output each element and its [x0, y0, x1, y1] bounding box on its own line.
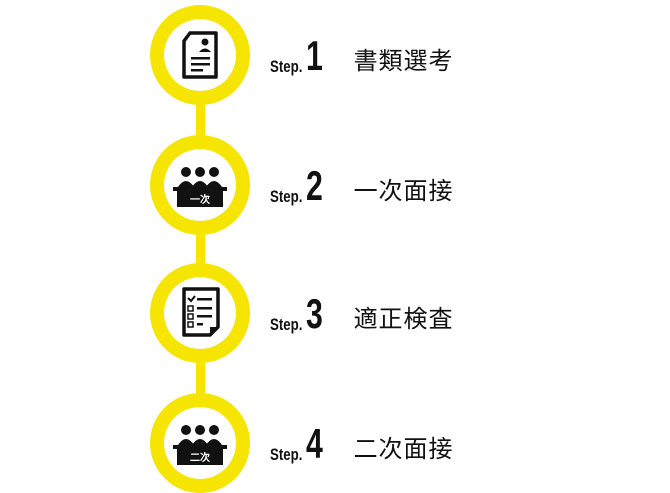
- panel-text: 二次: [190, 451, 210, 464]
- step-title: 二次面接: [353, 435, 454, 463]
- step-number: 4: [305, 420, 323, 467]
- step-1: Step. 1 書類選考: [0, 5, 670, 105]
- step-3: Step. 3 適正検査: [0, 263, 670, 363]
- step-title: 一次面接: [353, 177, 454, 205]
- interview-panel-icon: 一次: [173, 167, 227, 207]
- panel-text: 一次: [190, 193, 210, 206]
- timeline-connector: [196, 60, 205, 450]
- interview-panel-icon: 二次: [173, 425, 227, 465]
- step-prefix: Step.: [270, 57, 303, 76]
- step-2: 一次 Step. 2 一次面接: [0, 135, 670, 235]
- step-prefix: Step.: [270, 315, 303, 334]
- step-circle: [150, 5, 250, 105]
- step-4: 二次 Step. 4 二次面接: [0, 393, 670, 493]
- checklist-icon: [182, 287, 220, 337]
- step-title: 書類選考: [353, 47, 454, 75]
- step-number: 2: [305, 162, 323, 209]
- step-prefix: Step.: [270, 445, 303, 464]
- step-circle: 一次: [150, 135, 250, 235]
- step-title: 適正検査: [353, 305, 454, 333]
- step-circle: [150, 263, 250, 363]
- step-prefix: Step.: [270, 187, 303, 206]
- resume-document-icon: [182, 31, 218, 79]
- step-circle: 二次: [150, 393, 250, 493]
- step-number: 3: [305, 290, 323, 337]
- step-number: 1: [305, 32, 323, 79]
